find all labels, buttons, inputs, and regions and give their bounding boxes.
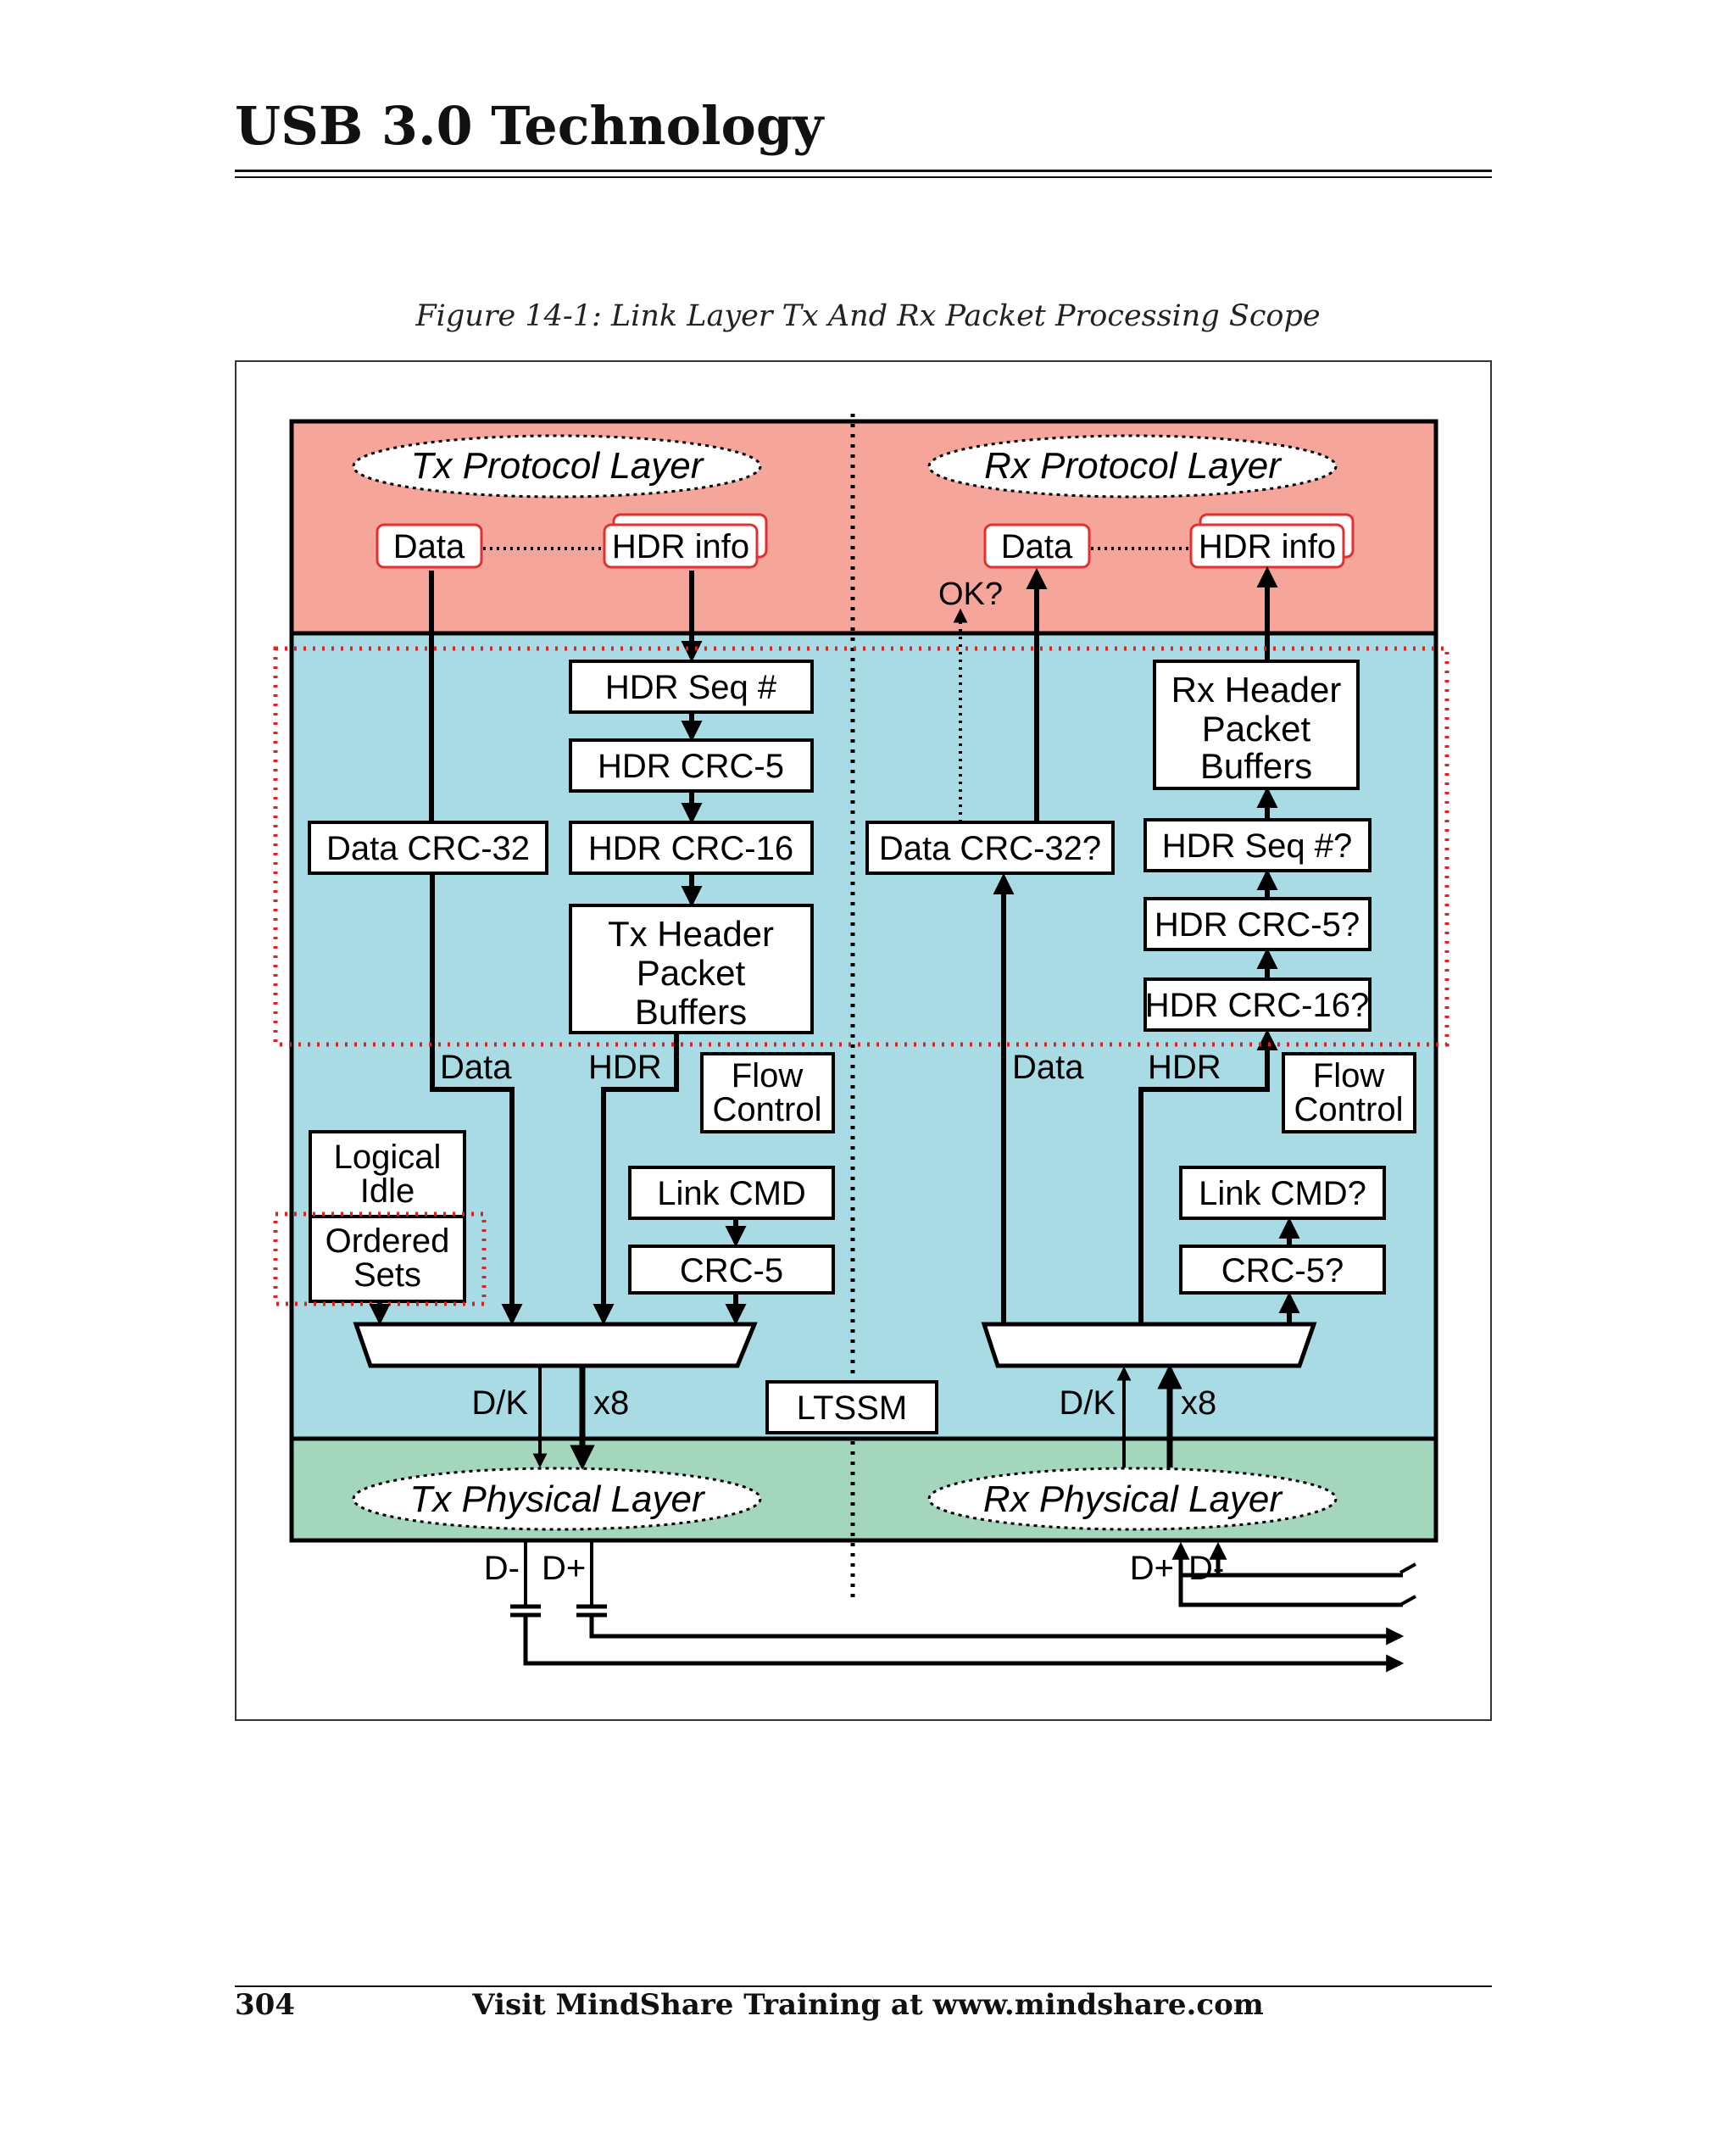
ok-label: OK? [938,576,1003,612]
ordered-sets-line2: Sets [353,1256,421,1294]
rx-data-box [983,523,1091,569]
ordered-sets-line1: Ordered [326,1222,450,1260]
tx-x8-label: x8 [593,1384,629,1422]
link-cmd-box [628,1166,835,1220]
link-cmd-check-label: Link CMD? [1199,1175,1366,1212]
tx-header-buffers-box [569,904,814,1034]
tx-dk-label: D/K [471,1384,528,1422]
rx-protocol-layer-label: Rx Protocol Layer [984,445,1283,487]
tx-data-label: Data [393,528,465,565]
data-crc32-box [308,821,548,875]
tx-data-box [376,523,483,569]
rx-differential-pair [1171,1541,1416,1607]
tx-data-path-label: Data [440,1049,512,1086]
rx-hdr-info-label: HDR info [1199,528,1336,565]
logical-idle-line2: Idle [360,1172,415,1210]
tx-differential-pair [510,1540,1405,1673]
rx-header-buffers-line2: Packet [1202,709,1311,749]
hdr-crc16-check-label: HDR CRC-16? [1145,987,1370,1024]
tx-d-plus-label: D+ [542,1550,586,1587]
tx-flow-control-box [700,1052,835,1133]
rx-data-path-label: Data [1012,1049,1084,1086]
hdr-crc16-label: HDR CRC-16 [588,830,793,867]
rx-header-buffers-line1: Rx Header [1171,670,1342,710]
crc5-check-box [1179,1245,1386,1295]
hdr-seq-check-box [1143,818,1372,872]
hdr-seq-check-label: HDR Seq #? [1162,827,1353,865]
footer-rule [235,1985,1492,1987]
rx-flow-control-line2: Control [1294,1091,1404,1128]
link-cmd-check-box [1179,1166,1386,1220]
logical-idle-line1: Logical [334,1139,442,1176]
hdr-seq-label: HDR Seq # [605,669,777,706]
page-number: 304 [235,1988,295,2022]
rx-data-label: Data [1001,528,1073,565]
link-cmd-label: Link CMD [657,1175,806,1212]
hdr-crc5-label: HDR CRC-5 [598,748,784,785]
data-crc32-label: Data CRC-32 [326,830,530,867]
figure-frame [235,360,1492,1721]
tx-header-buffers-line3: Buffers [635,992,747,1032]
tx-flow-control-line2: Control [713,1091,822,1128]
rx-header-buffers-line3: Buffers [1200,746,1312,786]
link-layer-diagram: Tx Protocol Layer Rx Protocol Layer Tx P… [273,414,1449,1673]
tx-header-buffers-line2: Packet [637,953,746,993]
rx-x8-label: x8 [1181,1384,1216,1422]
tx-mux [353,1322,758,1368]
rx-header-buffers-box [1153,660,1360,790]
crc5-check-label: CRC-5? [1221,1252,1344,1289]
crc5-label: CRC-5 [680,1252,783,1289]
tx-hdr-info-label: HDR info [612,528,749,565]
rx-mux [981,1322,1317,1368]
header-rule-thin [235,176,1492,178]
tx-header-buffers-line1: Tx Header [608,914,774,954]
ltssm-box [765,1380,938,1434]
rx-flow-control-line1: Flow [1313,1057,1385,1094]
tx-protocol-layer: Tx Protocol Layer [352,434,762,498]
tx-protocol-layer-label: Tx Protocol Layer [411,445,705,487]
ltssm-label: LTSSM [797,1389,907,1427]
rx-flow-control-box [1282,1052,1416,1133]
tx-flow-control-line1: Flow [732,1057,804,1094]
rx-physical-layer-label: Rx Physical Layer [983,1479,1283,1520]
rx-dk-label: D/K [1059,1384,1116,1422]
hdr-crc5-check-box [1143,897,1372,951]
rx-d-plus-label: D+ [1130,1550,1174,1587]
tx-hdr-info-box [603,523,759,569]
data-crc32-check-label: Data CRC-32? [879,830,1101,867]
hdr-crc5-check-label: HDR CRC-5? [1155,906,1360,944]
data-crc32-check-box [865,821,1115,875]
figure-caption: Figure 14-1: Link Layer Tx And Rx Packet… [415,299,1321,333]
tx-hdr-path-label: HDR [588,1049,662,1086]
tx-d-minus-label: D- [484,1550,520,1587]
tx-physical-layer: Tx Physical Layer [352,1467,762,1531]
footer-text: Visit MindShare Training at www.mindshar… [472,1988,1264,2022]
rx-physical-layer: Rx Physical Layer [927,1467,1338,1531]
page-header-title: USB 3.0 Technology [235,95,824,157]
header-rule [235,170,1492,172]
rx-hdr-path-label: HDR [1148,1049,1221,1086]
ordered-sets-box [309,1215,466,1303]
rx-d-minus-label: D- [1188,1550,1224,1587]
tx-physical-layer-label: Tx Physical Layer [409,1479,706,1520]
rx-protocol-layer: Rx Protocol Layer [927,434,1338,498]
